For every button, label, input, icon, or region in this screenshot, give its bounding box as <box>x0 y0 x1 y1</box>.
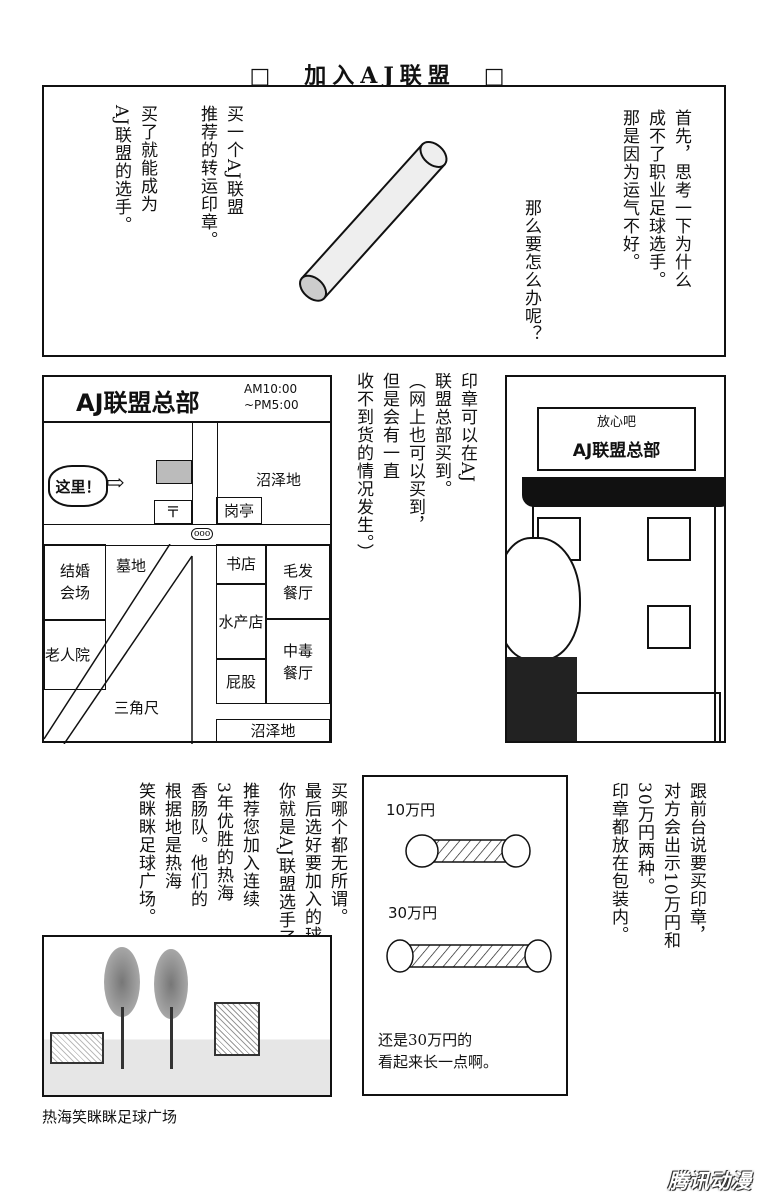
map-hours: AM10:00 ~PM5:00 <box>244 381 299 413</box>
nursing-home: 老人院 <box>44 620 106 690</box>
narration-where-to-buy: 印章可以在AJ 联盟总部买到。 （网上也可以买到， 但是会有一直 收不到货的情况… <box>350 372 480 562</box>
bookstore: 书店 <box>216 544 266 584</box>
line: 看起来长一点啊。 <box>378 1053 499 1071</box>
small-stamp-label: 10万円 <box>386 801 436 819</box>
window <box>647 605 691 649</box>
character-body <box>507 657 577 741</box>
line: 30万円两种。 <box>634 782 654 896</box>
stadium-photo <box>42 935 332 1097</box>
wedding-hall: 结婚会场 <box>44 544 106 620</box>
diagonal-road <box>44 544 193 744</box>
swamp-bottom: 沼泽地 <box>216 719 330 743</box>
line: AJ联盟的选手。 <box>111 105 131 235</box>
photo-caption: 热海笑眯眯足球广场 <box>42 1108 178 1126</box>
sign-main-text: AJ联盟总部 <box>572 441 661 461</box>
sign-top-text: 放心吧 <box>596 415 636 430</box>
ink-drips <box>522 477 724 507</box>
post-office: 〒 <box>154 500 192 524</box>
window <box>567 692 721 741</box>
narration-buy: 买一个AJ联盟 推荐的转运印章。 <box>194 105 246 249</box>
narration-why: 首先，思考一下为什么 成不了职业足球选手。 那是因为运气不好。 <box>616 109 694 289</box>
narration-question: 那么要怎么办呢？ <box>521 199 541 343</box>
large-stamp-label: 30万円 <box>388 904 438 922</box>
narration-become: 买了就能成为 AJ联盟的选手。 <box>108 105 160 234</box>
line: 对方会出示10万円和 <box>660 782 680 950</box>
tree <box>104 947 140 1017</box>
butt: 屁股 <box>216 659 266 704</box>
large-stamp-illustration <box>386 939 552 973</box>
hq-building-marker <box>156 460 192 484</box>
here-burst: 这里！ <box>48 465 108 507</box>
stamps-comment: 还是30万円的 看起来长一点啊。 <box>378 1029 498 1073</box>
watermark-logo: 腾讯动漫 <box>668 1169 752 1193</box>
line: 买了就能成为 <box>137 105 157 213</box>
rooftop-sign: 放心吧 AJ联盟总部 <box>537 407 696 471</box>
line: 成不了职业足球选手。 <box>645 109 665 289</box>
triangle-ruler: 三角尺 <box>114 699 160 717</box>
narration-any-team: 买哪个都无所谓。 最后选好要加入的球队 你就是AJ联盟选手了。 <box>272 782 350 965</box>
line: 那是因为运气不好。 <box>619 109 639 271</box>
window <box>647 517 691 561</box>
road-horizontal <box>44 524 330 546</box>
hours-close: ~PM5:00 <box>244 398 299 412</box>
soccer-goal-right <box>214 1002 260 1056</box>
line: 印章都放在包装内。 <box>608 782 628 944</box>
line: 推荐您加入连续 <box>239 782 259 908</box>
line: 跟前台说要买印章， <box>686 782 706 944</box>
road-vertical <box>192 421 218 525</box>
soccer-goal-left <box>50 1032 104 1064</box>
line: 首先，思考一下为什么 <box>671 109 691 289</box>
narration-front-desk: 跟前台说要买印章， 对方会出示10万円和 30万円两种。 印章都放在包装内。 <box>605 782 709 950</box>
page-title: □ 加入AJ联盟 □ <box>249 63 511 89</box>
tree-trunk <box>121 1007 124 1069</box>
line: 印章可以在AJ <box>457 372 477 484</box>
small-stamp-illustration <box>405 834 531 868</box>
building-panel: 放心吧 AJ联盟总部 <box>505 375 726 743</box>
map-header: AJ联盟总部 AM10:00 ~PM5:00 <box>44 377 330 423</box>
line: 买一个AJ联盟 <box>223 105 243 217</box>
cemetery: 墓地 <box>116 557 147 575</box>
line: 联盟总部买到。 <box>431 372 451 498</box>
line: 3年优胜的热海 <box>213 782 233 902</box>
narration-recommend-team: 推荐您加入连续 3年优胜的热海 香肠队。他们的 根据地是热海 笑眯眯足球广场。 <box>132 782 262 926</box>
line: 你就是AJ联盟选手了。 <box>275 782 295 966</box>
police-box: 岗亭 <box>216 497 262 524</box>
map-title: AJ联盟总部 <box>76 389 200 417</box>
panel-intro: 首先，思考一下为什么 成不了职业足球选手。 那是因为运气不好。 那么要怎么办呢？… <box>42 85 726 357</box>
line: 根据地是热海 <box>161 782 181 890</box>
line: （网上也可以买到， <box>405 372 425 534</box>
hair-restaurant: 毛发餐厅 <box>266 544 330 619</box>
line: 香肠队。他们的 <box>187 782 207 908</box>
seafood-store: 水产店 <box>216 584 266 659</box>
map-panel: AJ联盟总部 AM10:00 ~PM5:00 这里！ ⇨ 〒 沼泽地 岗亭 oo… <box>42 375 332 744</box>
poison-restaurant: 中毒餐厅 <box>266 619 330 704</box>
traffic-light-icon: ooo <box>191 528 214 540</box>
hours-open: AM10:00 <box>244 382 298 396</box>
line: 但是会有一直 <box>379 372 399 480</box>
line: 还是30万円的 <box>378 1031 473 1049</box>
tree-trunk <box>170 1007 173 1069</box>
character-face <box>507 537 581 661</box>
line: 笑眯眯足球广场。 <box>135 782 155 926</box>
swamp-top: 沼泽地 <box>256 471 302 489</box>
line: 推荐的转运印章。 <box>197 105 217 249</box>
arrow-icon: ⇨ <box>106 471 125 496</box>
stamps-panel: 10万円 30万円 还是30万円的 看起来长一点啊。 <box>362 775 568 1096</box>
stamp-cylinder-illustration <box>299 140 448 302</box>
line: 买哪个都无所谓。 <box>327 782 347 926</box>
line: 收不到货的情况发生。） <box>353 372 373 562</box>
line: 最后选好要加入的球队 <box>301 782 321 962</box>
